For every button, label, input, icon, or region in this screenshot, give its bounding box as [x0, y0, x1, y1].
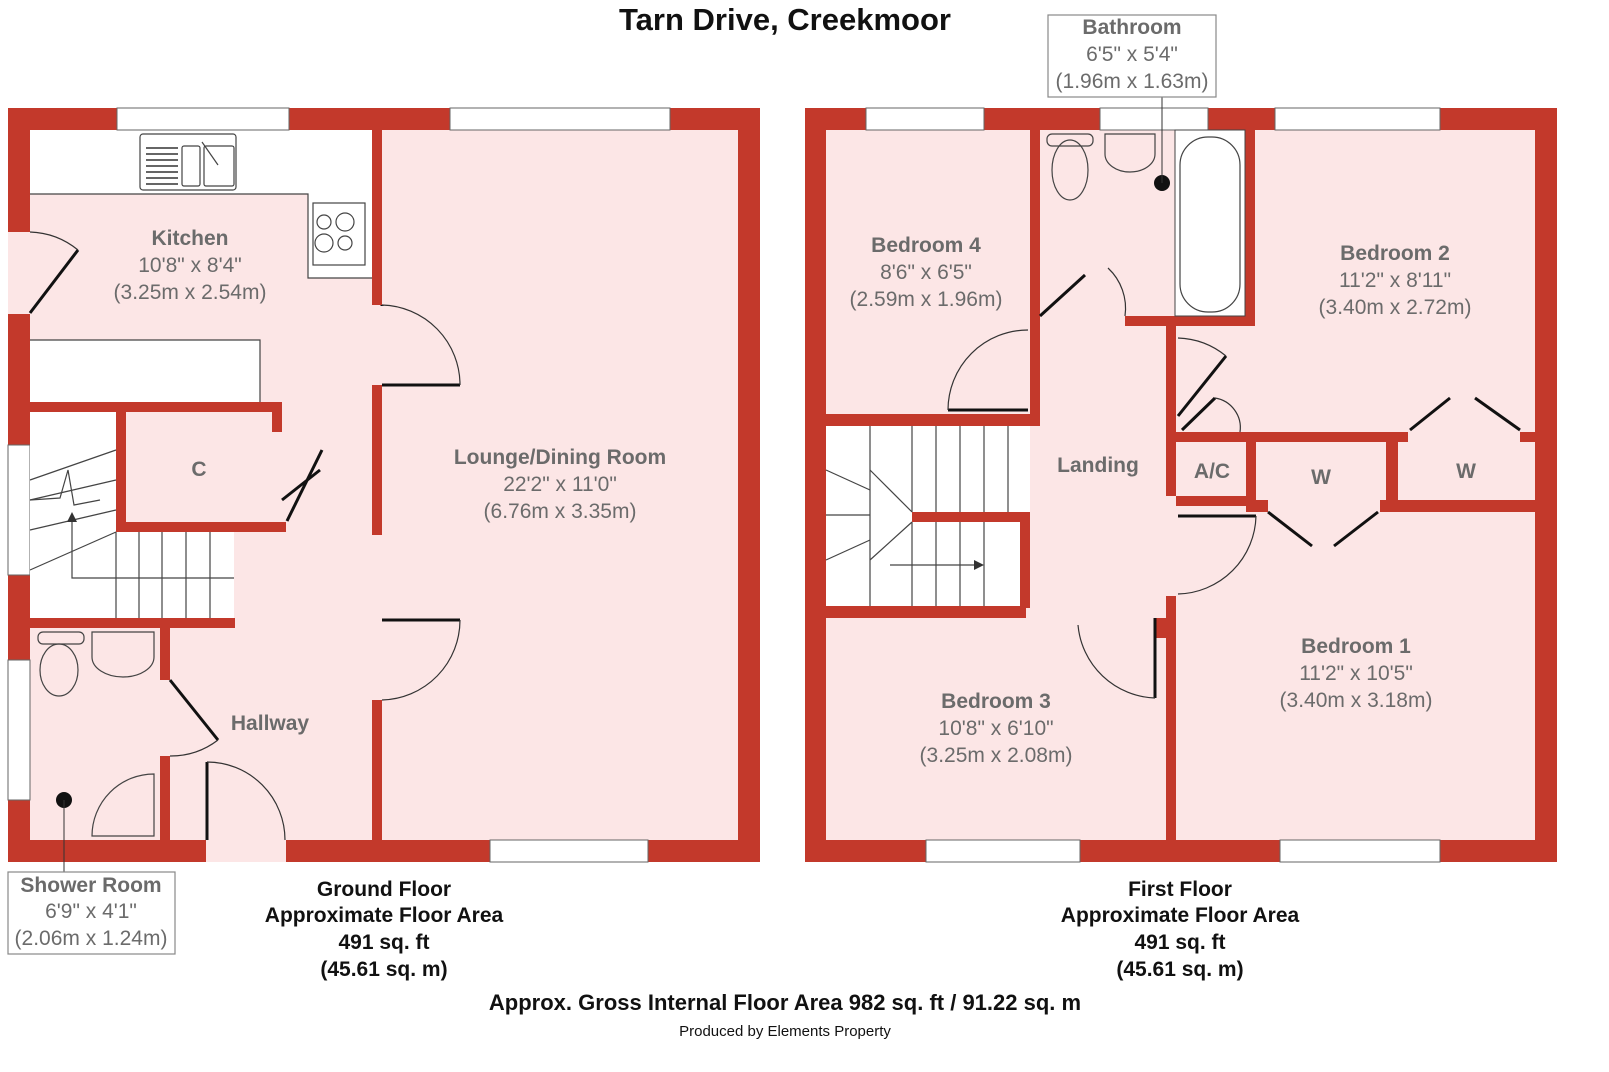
- shower-tray-icon: [91, 773, 155, 837]
- lounge-name: Lounge/Dining Room: [454, 446, 666, 469]
- shower-room-name: Shower Room: [20, 874, 161, 897]
- landing-name: Landing: [1057, 454, 1139, 477]
- window: [7, 444, 31, 576]
- lounge-metric: (6.76m x 3.35m): [484, 500, 637, 523]
- bedroom4-metric: (2.59m x 1.96m): [850, 288, 1003, 311]
- stair-arrow-icon: [67, 512, 77, 522]
- ground-floor-area-label: Approximate Floor Area: [265, 904, 504, 927]
- bedroom2-imperial: 11'2" x 8'11": [1339, 269, 1451, 292]
- shower-room-metric: (2.06m x 1.24m): [15, 927, 168, 950]
- shower-room-label-box: [7, 871, 176, 955]
- lounge-imperial: 22'2" x 11'0": [503, 473, 617, 496]
- bedroom3-metric: (3.25m x 2.08m): [920, 744, 1073, 767]
- airing-cupboard-name: A/C: [1194, 460, 1230, 483]
- ground-floor-sqm: (45.61 sq. m): [320, 958, 447, 981]
- window: [489, 839, 649, 863]
- kitchen-sink-icon: [139, 133, 237, 191]
- bathroom-metric: (1.96m x 1.63m): [1056, 70, 1209, 93]
- first-floor-sqft: 491 sq. ft: [1134, 931, 1225, 954]
- hallway-name: Hallway: [231, 712, 310, 735]
- first-floor-area-label: Approximate Floor Area: [1061, 904, 1300, 927]
- ground-floor: Kitchen 10'8" x 8'4" (3.25m x 2.54m) Lou…: [7, 107, 760, 955]
- kitchen-metric: (3.25m x 2.54m): [114, 281, 267, 304]
- bedroom3-imperial: 10'8" x 6'10": [938, 717, 1053, 740]
- ground-floor-sqft: 491 sq. ft: [338, 931, 429, 954]
- bedroom2-metric: (3.40m x 2.72m): [1319, 296, 1472, 319]
- bedroom1-imperial: 11'2" x 10'5": [1299, 662, 1413, 685]
- bedroom1-name: Bedroom 1: [1301, 635, 1411, 658]
- bedroom1-metric: (3.40m x 3.18m): [1280, 689, 1433, 712]
- first-floor: Bathroom 6'5" x 5'4" (1.96m x 1.63m) Bed…: [805, 14, 1557, 863]
- bedroom3-name: Bedroom 3: [941, 690, 1051, 713]
- first-floor-sqm: (45.61 sq. m): [1116, 958, 1243, 981]
- bedroom2-name: Bedroom 2: [1340, 242, 1450, 265]
- toilet-icon: [1046, 133, 1094, 201]
- staircase: [29, 412, 234, 620]
- hob-icon: [312, 202, 366, 266]
- kitchen-worktop: [30, 130, 372, 194]
- kitchen-imperial: 10'8" x 8'4": [138, 254, 242, 277]
- wardrobe-name: W: [1456, 460, 1476, 483]
- window: [925, 839, 1081, 863]
- toilet-icon: [37, 631, 85, 697]
- window: [1279, 839, 1441, 863]
- basin-icon: [1104, 133, 1156, 173]
- stair-arrow-icon: [974, 560, 984, 570]
- shower-room-imperial: 6'9" x 4'1": [45, 900, 137, 923]
- window: [865, 107, 985, 131]
- bedroom4-imperial: 8'6" x 6'5": [880, 261, 972, 284]
- bedroom4-name: Bedroom 4: [871, 234, 981, 257]
- window: [7, 659, 31, 801]
- wardrobe-name: W: [1311, 466, 1331, 489]
- first-floor-name: First Floor: [1128, 878, 1232, 901]
- gross-floor-area: Approx. Gross Internal Floor Area 982 sq…: [489, 990, 1081, 1015]
- bathroom-imperial: 6'5" x 5'4": [1086, 43, 1178, 66]
- window: [1099, 107, 1209, 131]
- bathroom-name: Bathroom: [1082, 16, 1181, 39]
- patio-door: [449, 107, 671, 131]
- bathroom-label-box: [1047, 14, 1217, 98]
- cupboard-name: C: [191, 458, 206, 481]
- kitchen-name: Kitchen: [151, 227, 228, 250]
- window: [116, 107, 290, 131]
- ground-floor-name: Ground Floor: [317, 878, 451, 901]
- window: [1274, 107, 1441, 131]
- bath-icon: [1174, 129, 1246, 317]
- basin-icon: [91, 631, 155, 678]
- credit: Produced by Elements Property: [679, 1023, 891, 1040]
- plan-title: Tarn Drive, Creekmoor: [619, 2, 951, 37]
